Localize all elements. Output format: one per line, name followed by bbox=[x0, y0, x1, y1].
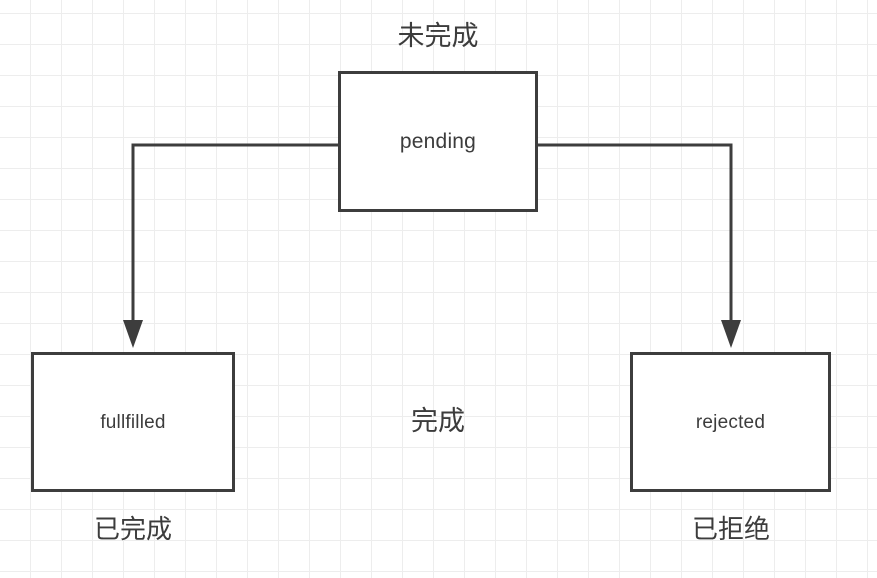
label-fullfilled-chinese: 已完成 bbox=[93, 514, 173, 544]
label-unfinished-state: 未完成 bbox=[397, 21, 479, 51]
node-pending[interactable]: pending bbox=[338, 71, 538, 212]
edge-pending-to-fullfilled bbox=[123, 143, 338, 348]
arrowhead-icon bbox=[123, 320, 143, 348]
node-rejected[interactable]: rejected bbox=[630, 352, 831, 492]
edge-pending-to-rejected bbox=[538, 143, 741, 348]
node-fullfilled-label: fullfilled bbox=[100, 411, 166, 433]
node-pending-label: pending bbox=[399, 130, 477, 153]
node-rejected-label: rejected bbox=[695, 411, 766, 433]
arrowhead-icon bbox=[721, 320, 741, 348]
node-fullfilled[interactable]: fullfilled bbox=[31, 352, 235, 492]
label-rejected-chinese: 已拒绝 bbox=[691, 514, 771, 544]
label-finished-state: 完成 bbox=[411, 406, 465, 436]
